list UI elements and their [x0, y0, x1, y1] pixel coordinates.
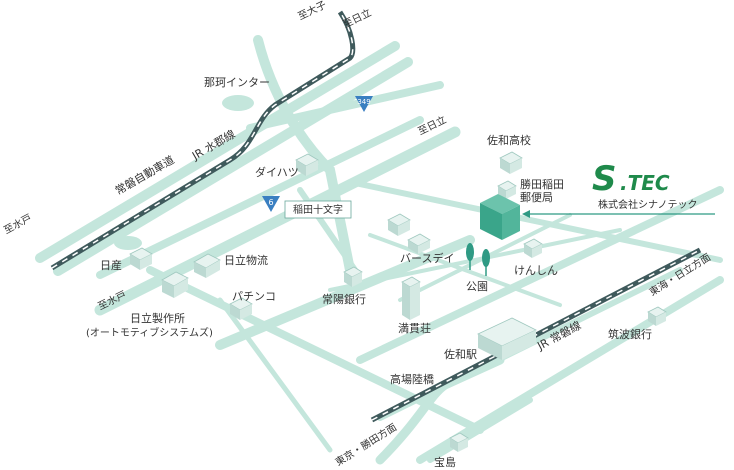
route-6-sign: 6: [262, 196, 280, 212]
building-mitsukisou: [401, 276, 421, 320]
route-6-number: 6: [268, 198, 273, 207]
joban-expressway-road: [35, 41, 400, 263]
tree-icon: [466, 243, 474, 270]
building-birthday: [407, 233, 431, 254]
building-nissan: [129, 247, 153, 270]
label-tsukuba-bank: 筑波銀行: [608, 327, 652, 341]
route-349-sign: 349: [355, 96, 373, 112]
building-sawa-station: [477, 317, 537, 360]
label-to-otago: 至大子: [296, 0, 329, 23]
naka-ic-roundabout: [222, 95, 254, 111]
upper-road: [96, 116, 424, 279]
town-road-1: [347, 179, 723, 263]
label-takarajima: 宝島: [434, 455, 456, 469]
building-pachinko: [229, 297, 253, 320]
town-road-2: [368, 233, 562, 307]
label-nissan: 日産: [100, 259, 122, 272]
takarajima-road: [427, 397, 533, 463]
building-small-center: [387, 213, 411, 236]
building-kenshin: [523, 238, 543, 258]
label-pachinko: パチンコ: [232, 290, 276, 303]
building-daihatsu: [295, 153, 319, 176]
building-takarajima: [449, 432, 469, 452]
label-takaba-overpass: 高場陸橋: [390, 372, 434, 386]
label-sawa-station: 佐和駅: [444, 347, 477, 361]
label-to-mito-left: 至水戸: [2, 212, 34, 237]
building-sawa-high-school: [499, 151, 523, 174]
label-hitachi-mfg-1: 日立製作所: [130, 311, 185, 325]
tree-icon: [482, 249, 490, 276]
route-349-number: 349: [357, 98, 370, 106]
building-tsukuba-bank: [647, 306, 667, 326]
building-post-office: [497, 180, 517, 199]
building-joyo-bank: [343, 266, 363, 287]
roads: [35, 35, 724, 465]
label-birthday: バースデイ: [400, 251, 454, 265]
joban-expressway-road-2: [53, 57, 413, 276]
logo-s-letter: S: [592, 159, 617, 199]
label-hitachi-mfg-2: (オートモティブシステムズ): [86, 326, 213, 339]
label-naka-ic: 那珂インター: [204, 76, 270, 89]
label-post-office-2: 郵便局: [520, 191, 553, 204]
building-stec-target: [480, 194, 520, 240]
label-kenshin: けんしん: [514, 264, 558, 277]
takaba-overpass: [375, 355, 505, 465]
buildings: [129, 151, 667, 452]
logo-tec-text: .TEC: [620, 171, 670, 195]
label-mitsukisou: 満貫荘: [398, 322, 431, 335]
label-joyo-bank: 常陽銀行: [322, 292, 366, 306]
label-sawa-high-school: 佐和高校: [487, 133, 531, 147]
nissan-interchange: [114, 236, 142, 250]
inada-crossing-box: [284, 200, 352, 219]
lower-right-road-1: [416, 276, 724, 464]
park-trees: [466, 243, 490, 276]
label-park: 公園: [466, 280, 488, 293]
jr-suigun-line-dash: [51, 11, 354, 269]
stec-logo: S .TEC 株式会社シナノテック: [592, 159, 698, 211]
label-to-hitachi-top: 至日立: [341, 6, 374, 31]
label-daihatsu: ダイハツ: [255, 165, 299, 179]
route-6-road: [94, 126, 461, 316]
building-hitachi-factory: [161, 271, 189, 298]
inada-crossing-label: 稲田十文字: [293, 203, 343, 216]
label-post-office-1: 勝田稲田: [520, 177, 564, 191]
ic-access-road: [253, 35, 355, 275]
town-road-4: [328, 228, 622, 292]
label-hitachi-logistics: 日立物流: [224, 253, 268, 267]
building-hitachi-logistics: [193, 253, 221, 278]
factory-road-2: [217, 297, 333, 453]
right-diagonal-road: [356, 186, 724, 364]
target-arrow-head: [522, 210, 530, 218]
company-name: 株式会社シナノテック: [598, 198, 698, 211]
route-349-road: [246, 81, 444, 132]
